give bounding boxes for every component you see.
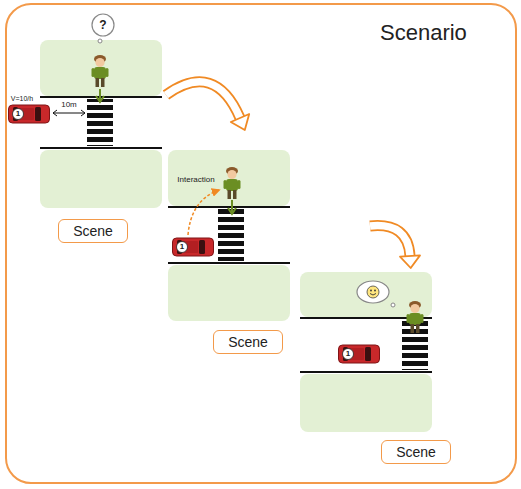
smiley bbox=[367, 286, 379, 298]
callout-number: 1 bbox=[180, 243, 184, 251]
illustration-part bbox=[370, 226, 410, 256]
zebra-crossing bbox=[87, 99, 113, 146]
distance-line bbox=[53, 113, 85, 114]
sidewalk bbox=[300, 374, 432, 432]
sidewalk bbox=[40, 150, 162, 208]
car bbox=[9, 105, 50, 123]
scene-label: Scene bbox=[395, 444, 437, 460]
diagram-title: Scenario bbox=[380, 20, 467, 45]
interaction-arrow bbox=[188, 190, 219, 235]
sidewalk bbox=[40, 40, 162, 96]
illustration-part bbox=[370, 290, 372, 292]
callout-number: 1 bbox=[346, 350, 350, 358]
illustration-part bbox=[400, 255, 420, 268]
thought-bubble bbox=[357, 281, 389, 303]
transition-arrow bbox=[370, 226, 420, 268]
illustration-part bbox=[166, 82, 240, 118]
thought-bubble bbox=[92, 14, 114, 36]
scene-one bbox=[9, 14, 163, 208]
scene-label: Scene bbox=[227, 334, 269, 350]
scene-three bbox=[300, 272, 432, 432]
distance-label: 10m bbox=[61, 101, 77, 109]
scene-label-box: Scene bbox=[381, 440, 451, 464]
illustration-part bbox=[370, 226, 410, 256]
scene-label-box: Scene bbox=[58, 219, 128, 243]
scene-two bbox=[168, 150, 290, 321]
pedestrian bbox=[92, 55, 109, 87]
thought-mark: ? bbox=[99, 19, 106, 31]
speed-label: V=10/h bbox=[11, 95, 33, 102]
scene-label: Scene bbox=[72, 223, 114, 239]
pedestrian bbox=[407, 301, 424, 333]
sidewalk bbox=[168, 150, 290, 206]
callout-number: 1 bbox=[16, 110, 20, 118]
scene-label-box: Scene bbox=[213, 330, 283, 354]
walk-direction bbox=[96, 89, 104, 102]
sidewalk bbox=[168, 265, 290, 321]
illustration-part bbox=[166, 82, 240, 118]
zebra-crossing bbox=[218, 209, 244, 261]
pedestrian bbox=[224, 167, 241, 199]
car bbox=[173, 238, 214, 256]
curb-line bbox=[168, 262, 290, 264]
walk-direction bbox=[228, 200, 236, 214]
scenario-frame: ScenarioSceneSceneScene bbox=[5, 3, 517, 484]
curb-line bbox=[300, 371, 432, 373]
distance-ticks bbox=[53, 110, 85, 116]
thought-dot bbox=[391, 303, 395, 307]
curb-line bbox=[40, 147, 162, 149]
illustration-part bbox=[231, 114, 249, 130]
illustration-part bbox=[370, 294, 376, 296]
illustration-part bbox=[367, 286, 379, 298]
transition-arrow bbox=[166, 82, 249, 130]
car bbox=[339, 345, 380, 363]
illustration-part bbox=[374, 290, 376, 292]
interaction-label: Interaction bbox=[177, 176, 214, 184]
thought-dot bbox=[98, 39, 102, 43]
zebra-crossing bbox=[402, 320, 428, 370]
